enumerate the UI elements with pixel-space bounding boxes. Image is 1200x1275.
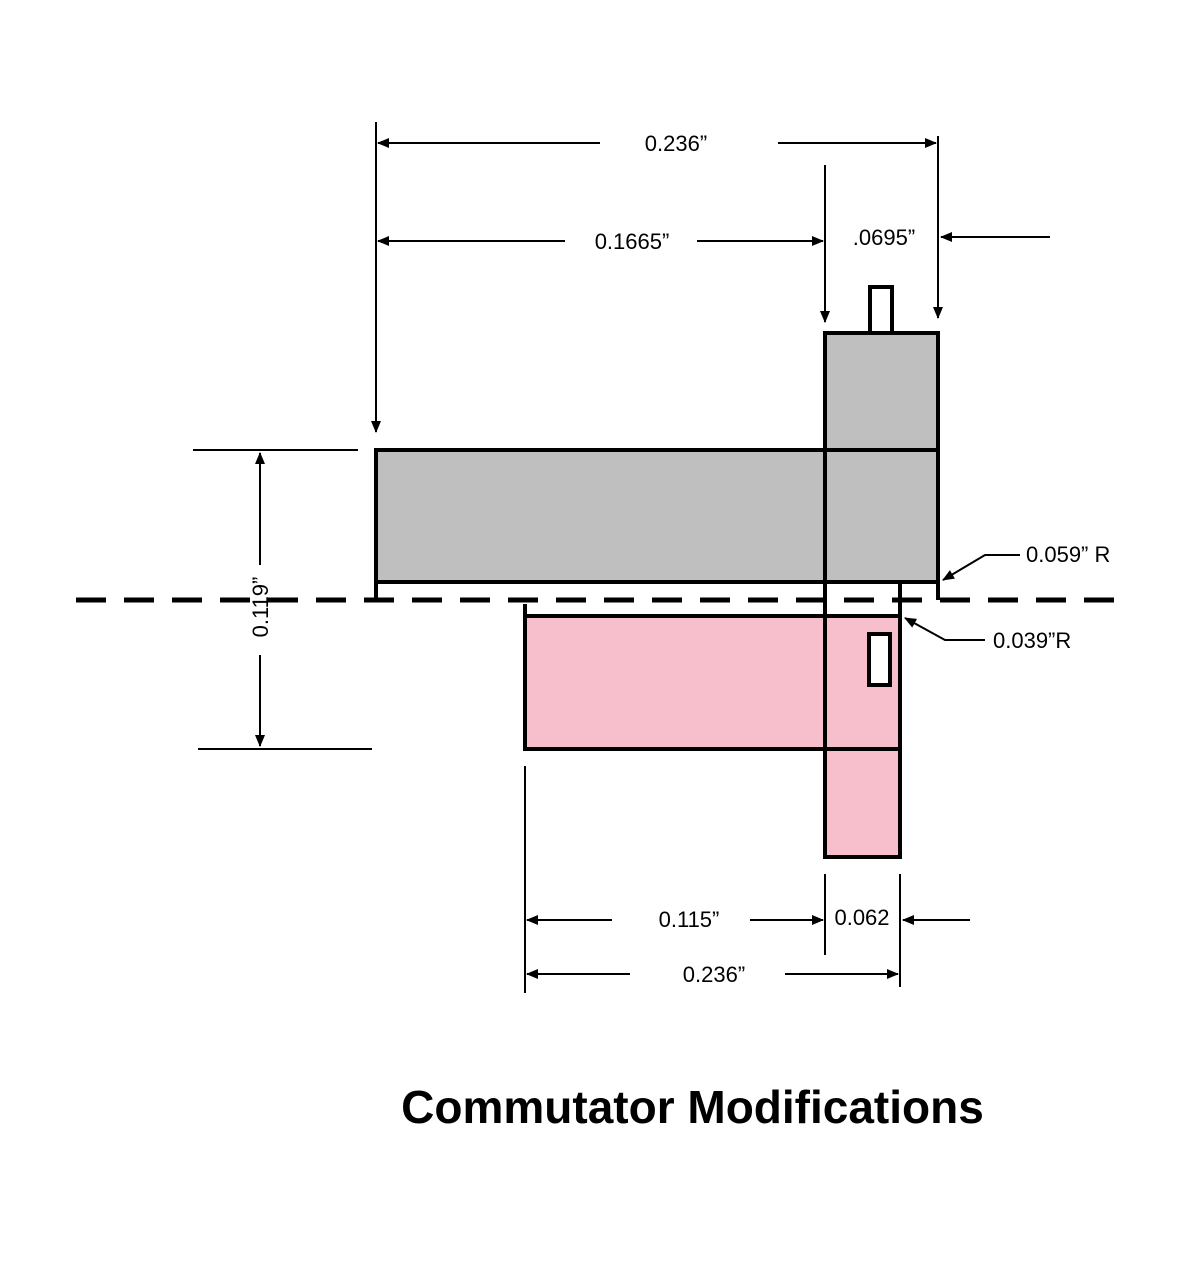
dim-height: 0.119”: [193, 449, 372, 750]
dim-top-right: .0695”: [853, 225, 1050, 250]
dim-radius-inner-label: 0.039”R: [993, 628, 1071, 653]
dim-bottom-left-label: 0.115”: [659, 907, 720, 932]
dim-bottom-overall-label: 0.236”: [683, 962, 745, 987]
pink-lower-block: [823, 747, 902, 859]
gray-part: [374, 285, 940, 600]
dim-top-left: 0.1665”: [377, 165, 830, 323]
dim-top-overall-label: 0.236”: [645, 131, 707, 156]
pink-base-block: [523, 614, 902, 751]
gray-raised-block: [823, 331, 940, 584]
dim-radius-inner: 0.039”R: [904, 617, 1071, 653]
dim-radius-outer-label: 0.059” R: [1026, 542, 1110, 567]
dim-bottom-right-label: 0.062: [834, 905, 889, 930]
dim-top-right-label: .0695”: [853, 225, 915, 250]
dim-top-overall: 0.236”: [371, 122, 943, 433]
pink-slot: [867, 632, 892, 687]
dim-radius-outer: 0.059” R: [942, 542, 1110, 581]
diagram-title: Commutator Modifications: [401, 1081, 984, 1133]
dim-bottom: 0.115” 0.062 0.236”: [524, 766, 970, 993]
gray-tab: [868, 285, 894, 335]
dim-height-label: 0.119”: [248, 577, 273, 638]
dim-top-left-label: 0.1665”: [595, 229, 670, 254]
pink-part: [523, 580, 902, 859]
